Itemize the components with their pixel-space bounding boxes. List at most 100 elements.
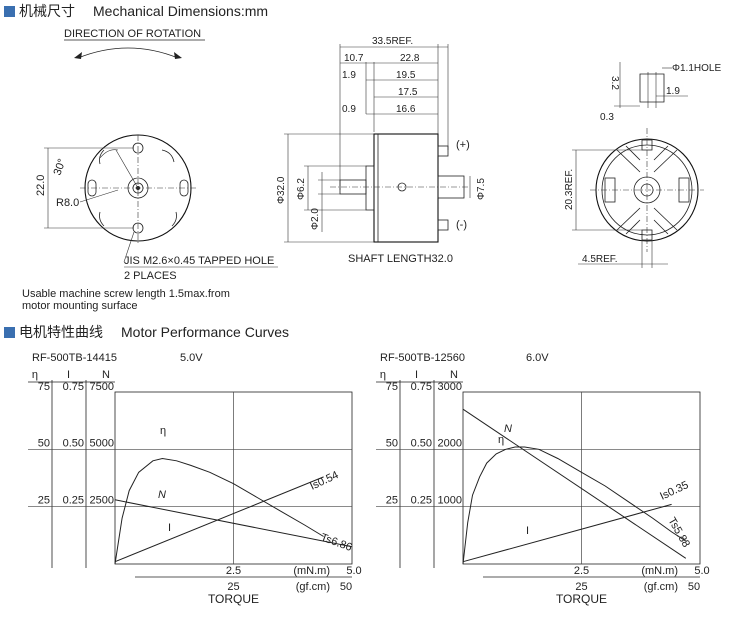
rear-dim-32: 3.2 bbox=[609, 76, 620, 90]
rear-terminal-detail bbox=[639, 73, 665, 103]
rotation-arrow bbox=[77, 47, 179, 59]
chart-voltage-label: 5.0V bbox=[180, 352, 203, 364]
speed-tick-label: 3000 bbox=[438, 381, 462, 393]
current-tick-label: 0.25 bbox=[63, 495, 84, 507]
dim-radius-label: R8.0 bbox=[56, 197, 79, 209]
stall-current-label: Is0.35 bbox=[658, 479, 690, 503]
hole-count-label: 2 PLACES bbox=[124, 270, 177, 282]
direction-label: DIRECTION OF ROTATION bbox=[64, 28, 201, 40]
dim-angle-label: 30° bbox=[52, 157, 69, 177]
x-tick-gfcm: 25 bbox=[575, 581, 587, 593]
series-line-efficiency bbox=[462, 446, 687, 565]
speed-tick-label: 2500 bbox=[90, 495, 114, 507]
series-line-efficiency bbox=[114, 457, 324, 565]
current-tick-label: 0.50 bbox=[411, 437, 432, 449]
side-dim-33: 33.5REF. bbox=[372, 36, 413, 47]
side-dia-rear: Φ7.5 bbox=[476, 178, 487, 200]
axis-head-0: η bbox=[380, 369, 386, 381]
speed-tick-label: 7500 bbox=[90, 381, 114, 393]
side-dim-166: 16.6 bbox=[396, 104, 416, 115]
shaft-length-label: SHAFT LENGTH32.0 bbox=[348, 253, 453, 265]
x-tick-gfcm: 50 bbox=[688, 581, 700, 593]
current-tick-label: 0.75 bbox=[411, 381, 432, 393]
chart-voltage-label: 6.0V bbox=[526, 352, 549, 364]
current-tick-label: 0.50 bbox=[63, 437, 84, 449]
vent-notch-ne bbox=[161, 149, 175, 163]
rear-brush-arms bbox=[616, 149, 678, 231]
side-dim-195: 19.5 bbox=[396, 70, 416, 81]
x-tick-mnm: 2.5 bbox=[226, 565, 241, 577]
axis-head-1: I bbox=[67, 369, 70, 381]
axis-head-2: N bbox=[102, 369, 110, 381]
terminal-minus-label: (-) bbox=[456, 219, 467, 231]
body-vent-hole bbox=[397, 182, 407, 192]
section-header-mechanical: 机械尺寸 Mechanical Dimensions:mm bbox=[4, 2, 268, 20]
eff-tick-label: 25 bbox=[38, 495, 50, 507]
stall-current-label: Is0.54 bbox=[308, 469, 340, 493]
screw-note-line1: Usable machine screw length 1.5max.from bbox=[22, 288, 230, 300]
x-unit-gfcm: (gf.cm) bbox=[296, 581, 330, 593]
hole-leader bbox=[123, 231, 135, 263]
vent-notch-sw bbox=[99, 211, 105, 227]
eff-tick-label: 50 bbox=[38, 437, 50, 449]
vent-notch-nw bbox=[99, 149, 105, 165]
angle-line bbox=[115, 149, 139, 189]
rear-dim-height: 20.3REF. bbox=[564, 169, 575, 210]
axis-head-1: I bbox=[415, 369, 418, 381]
series-line-current bbox=[462, 503, 672, 563]
terminal-plus bbox=[437, 145, 449, 157]
series-label: I bbox=[168, 522, 171, 534]
section-marker-icon bbox=[4, 326, 15, 338]
series-line-current bbox=[114, 476, 324, 563]
axis-head-2: N bbox=[450, 369, 458, 381]
front-view: DIRECTION OF ROTATION 22.0 30° R8.0 JIS … bbox=[22, 28, 278, 312]
current-tick-label: 0.75 bbox=[63, 381, 84, 393]
radius-leader bbox=[79, 189, 119, 203]
rear-dim-width: 4.5REF. bbox=[582, 254, 618, 265]
chart-model-label: RF-500TB-14415 bbox=[32, 352, 117, 364]
x-tick-gfcm: 50 bbox=[340, 581, 352, 593]
x-unit-mnm: (mN.m) bbox=[293, 565, 330, 577]
series-label: I bbox=[526, 525, 529, 537]
eff-tick-label: 25 bbox=[386, 495, 398, 507]
screw-note-line2: motor mounting surface bbox=[22, 300, 138, 312]
terminal-minus bbox=[437, 219, 449, 231]
current-tick-label: 0.25 bbox=[411, 495, 432, 507]
series-label: η bbox=[160, 425, 166, 437]
section-marker-icon bbox=[4, 5, 15, 17]
rotation-arrow-head-left bbox=[74, 52, 82, 59]
section-title-en: Mechanical Dimensions:mm bbox=[93, 3, 269, 19]
axis-head-0: η bbox=[32, 369, 38, 381]
eff-tick-label: 50 bbox=[386, 437, 398, 449]
x-axis-title: TORQUE bbox=[556, 592, 607, 606]
vent-notch-se bbox=[171, 211, 177, 227]
series-label: N bbox=[158, 489, 166, 501]
x-unit-gfcm: (gf.cm) bbox=[644, 581, 678, 593]
stall-torque-label: Ts5.88 bbox=[665, 516, 692, 550]
series-line-speed bbox=[114, 499, 353, 548]
terminal-plus-label: (+) bbox=[456, 139, 470, 151]
angle-arc bbox=[99, 149, 119, 159]
front-flange bbox=[365, 165, 375, 211]
section-title-en: Motor Performance Curves bbox=[121, 324, 290, 340]
series-label: N bbox=[504, 423, 512, 435]
side-dim-19: 1.9 bbox=[342, 70, 356, 81]
x-unit-mnm: (mN.m) bbox=[641, 565, 678, 577]
rotation-arrow-head-right bbox=[174, 52, 182, 59]
x-tick-gfcm: 25 bbox=[227, 581, 239, 593]
side-dim-107: 10.7 bbox=[344, 53, 364, 64]
x-axis-title: TORQUE bbox=[208, 592, 259, 606]
section-title-cn: 机械尺寸 bbox=[19, 3, 75, 19]
side-dia-hub: Φ6.2 bbox=[296, 178, 307, 200]
rear-view: 20.3REF. 4.5REF. 3.2 0.3 Φ1.1HOLE 1.9 bbox=[564, 62, 721, 268]
dim-height-label: 22.0 bbox=[35, 175, 47, 196]
chart-model-label: RF-500TB-12560 bbox=[380, 352, 465, 364]
speed-tick-label: 5000 bbox=[90, 437, 114, 449]
section-header-performance: 电机特性曲线 Motor Performance Curves bbox=[4, 323, 289, 341]
side-view: 33.5REF. 10.7 22.8 1.9 19.5 17.5 0.9 16.… bbox=[276, 36, 487, 265]
rear-dim-03: 0.3 bbox=[600, 112, 614, 123]
rear-bearing-boss bbox=[437, 175, 465, 199]
